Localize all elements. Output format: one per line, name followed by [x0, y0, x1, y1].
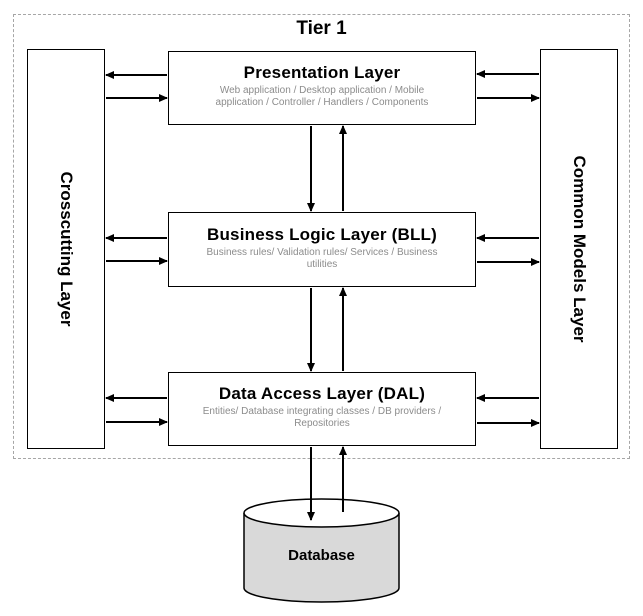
- presentation-layer-title: Presentation Layer: [243, 63, 401, 82]
- presentation-layer-description-line-2: application / Controller / Handlers / Co…: [215, 97, 429, 108]
- data-access-layer-description-line-2: Repositories: [294, 418, 350, 429]
- crosscutting-layer-box: Crosscutting Layer: [27, 49, 105, 449]
- tier-boundary: [13, 14, 630, 459]
- data-access-layer-title: Data Access Layer (DAL): [218, 384, 426, 403]
- common-models-layer-box: Common Models Layer: [540, 49, 618, 449]
- presentation-layer-description-line-1: Web application / Desktop application / …: [219, 85, 425, 96]
- presentation-layer-box: Presentation Layer Web application / Des…: [168, 51, 476, 125]
- business-logic-layer-description-line-2: utilities: [306, 259, 338, 270]
- database-cylinder: [243, 498, 400, 603]
- business-logic-layer-box: Business Logic Layer (BLL) Business rule…: [168, 212, 476, 287]
- business-logic-layer-description-line-1: Business rules/ Validation rules/ Servic…: [206, 247, 438, 258]
- data-access-layer-box: Data Access Layer (DAL) Entities/ Databa…: [168, 372, 476, 446]
- database-label: Database: [288, 547, 355, 564]
- data-access-layer-description-line-1: Entities/ Database integrating classes /…: [202, 406, 442, 417]
- business-logic-layer-title: Business Logic Layer (BLL): [206, 225, 438, 244]
